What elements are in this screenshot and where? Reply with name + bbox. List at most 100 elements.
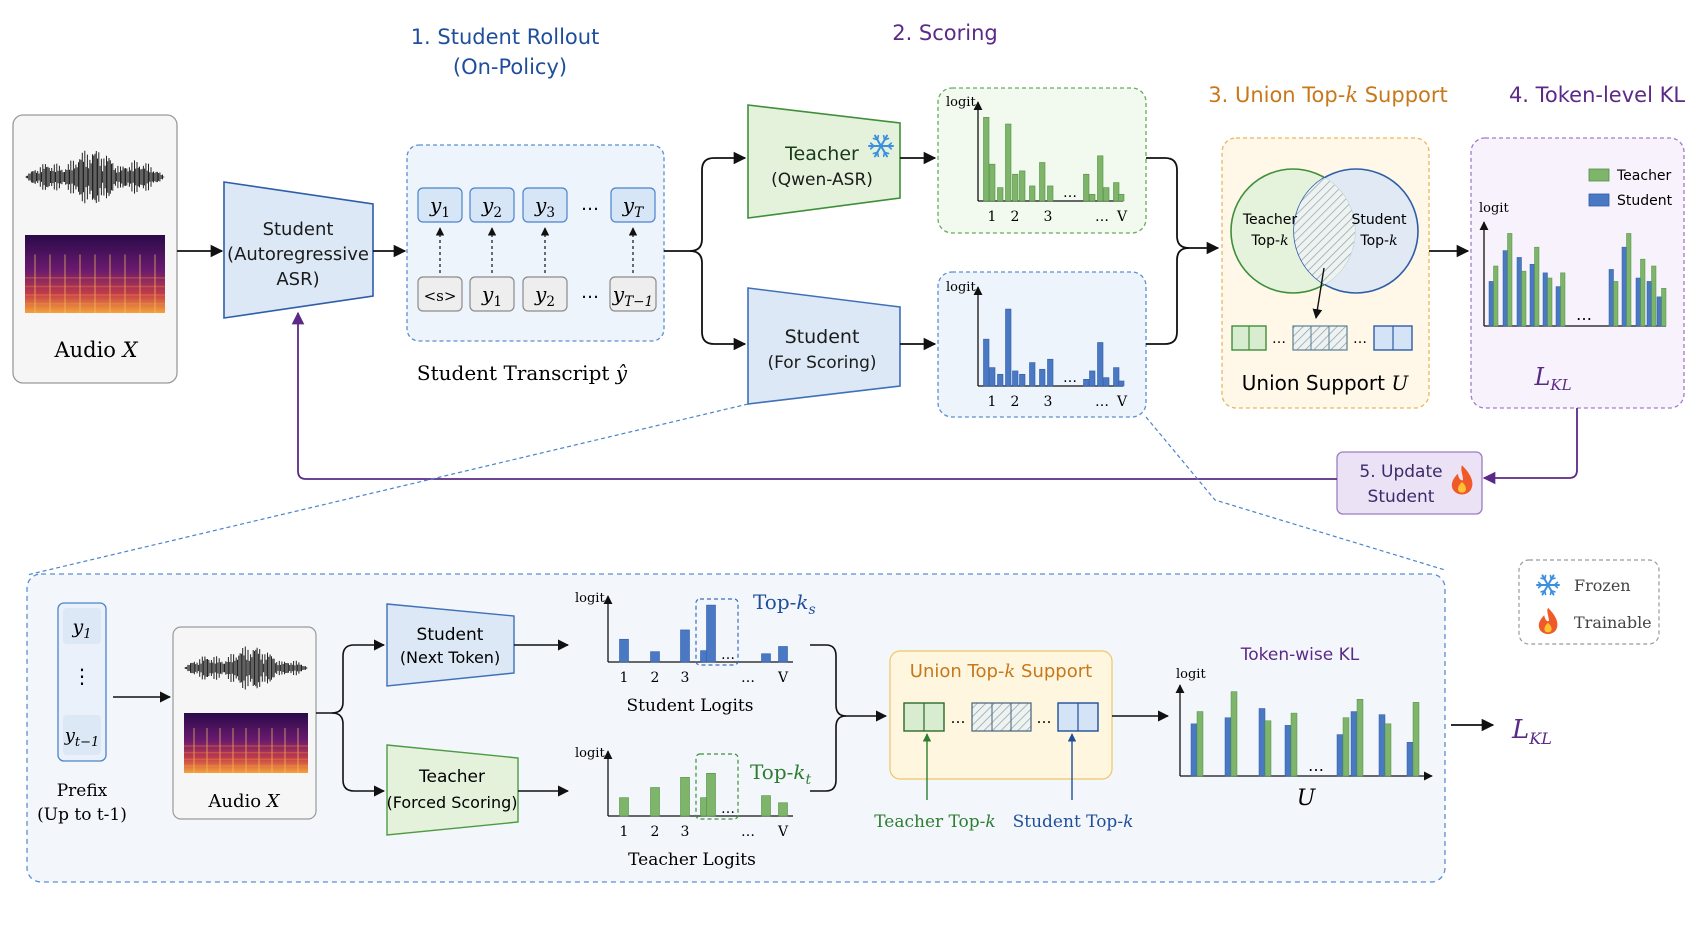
zoom-line-right bbox=[1145, 416, 1446, 571]
legend-frozen: Frozen bbox=[1574, 576, 1631, 595]
token-label: y1 bbox=[429, 193, 450, 221]
chart-tick-label: … bbox=[1095, 394, 1109, 410]
detail-spectrogram bbox=[184, 713, 308, 773]
chart-bar bbox=[1039, 368, 1046, 387]
input-token bbox=[417, 276, 463, 312]
chart-bar bbox=[983, 338, 990, 387]
arrow-update-to-student bbox=[291, 311, 1337, 480]
chart-tick-label: V bbox=[1116, 209, 1128, 225]
kl-student-bar bbox=[1529, 264, 1535, 327]
chart-bar bbox=[650, 651, 660, 663]
chart-ellipsis: … bbox=[721, 801, 735, 817]
union-student-topk: Top-k bbox=[1359, 233, 1397, 249]
student-logits-caption: Student Logits bbox=[627, 696, 754, 716]
legend-trainable: Trainable bbox=[1574, 613, 1652, 632]
tokenwise-teacher-bar bbox=[1412, 702, 1420, 777]
chart-tick-label: 2 bbox=[1011, 209, 1020, 225]
intersection-region bbox=[1294, 177, 1355, 285]
update-label-1: 5. Update bbox=[1359, 462, 1442, 482]
token-label: y2 bbox=[481, 193, 502, 221]
tokenwise-student-bar bbox=[1406, 741, 1414, 777]
tokenwise-xvar: U bbox=[1297, 786, 1317, 811]
chart-bar bbox=[1103, 187, 1110, 202]
detail-audio-label: Audio X bbox=[207, 791, 280, 812]
chart-bar bbox=[1047, 358, 1054, 387]
chart-bar bbox=[706, 604, 716, 663]
detail-loss-label: LKL bbox=[1511, 715, 1552, 748]
chart-ellipsis: … bbox=[1063, 370, 1077, 386]
chart-bar bbox=[1113, 182, 1120, 202]
legend-teacher-label: Teacher bbox=[1616, 168, 1672, 184]
kl-student-bar bbox=[1488, 281, 1494, 327]
kl-teacher-bar bbox=[1560, 272, 1566, 327]
tokenwise-kl-chart: logit… bbox=[1175, 667, 1433, 781]
fire-icon bbox=[1451, 465, 1473, 495]
kl-teacher-bar bbox=[1626, 233, 1632, 327]
chart-tick-label: V bbox=[1116, 394, 1128, 410]
input-token bbox=[609, 276, 657, 312]
audio-input-box: Audio X bbox=[12, 114, 178, 384]
student-asr-model: Student (Autoregressive ASR) bbox=[223, 181, 374, 319]
chart-tick-label: … bbox=[741, 670, 755, 686]
union-support-box: Teacher Top-k Student Top-k …… Union Sup… bbox=[1221, 137, 1430, 409]
detail-student-topk-label: Student Top-k bbox=[1013, 812, 1134, 832]
student-model-label: Student bbox=[263, 219, 334, 240]
chart-bar bbox=[706, 772, 716, 817]
prefix-token-last-label: yt−1 bbox=[64, 725, 100, 750]
union-support-label: Union Support U bbox=[1242, 371, 1410, 395]
chart-ylabel: logit bbox=[1176, 667, 1206, 682]
chart-bar bbox=[778, 802, 788, 817]
kl-teacher-bar bbox=[1534, 246, 1540, 327]
teacher-model-sub: (Qwen-ASR) bbox=[771, 170, 873, 190]
chart-tick-label: 1 bbox=[620, 670, 629, 686]
tokenwise-teacher-bar bbox=[1384, 723, 1392, 777]
chart-ylabel: logit bbox=[1479, 201, 1509, 216]
spectrogram-image bbox=[25, 235, 165, 313]
kl-student-bar bbox=[1516, 257, 1522, 327]
student-model-sub1: (Autoregressive bbox=[227, 244, 369, 265]
chart-ylabel: logit bbox=[575, 591, 605, 606]
union-teacher-label: Teacher bbox=[1242, 212, 1298, 228]
kl-teacher-bar bbox=[1613, 281, 1619, 327]
tokenwise-student-bar bbox=[1350, 711, 1358, 777]
chart-tick-label: … bbox=[1095, 209, 1109, 225]
legend-teacher-swatch bbox=[1588, 168, 1610, 182]
chart-bar bbox=[997, 373, 1004, 387]
kl-student-bar bbox=[1608, 269, 1614, 327]
fire-icon bbox=[1538, 607, 1558, 635]
chart-ellipsis: … bbox=[1063, 185, 1077, 201]
union-teacher-topk: Top-k bbox=[1250, 233, 1288, 249]
union-ellipsis: … bbox=[1272, 331, 1286, 347]
tokenwise-student-bar bbox=[1224, 717, 1232, 777]
detail-union-title: Union Top-k Support bbox=[910, 661, 1092, 682]
zoom-line-left bbox=[26, 403, 749, 576]
legend-box: Frozen Trainable bbox=[1518, 559, 1660, 645]
chart-ellipsis: … bbox=[721, 647, 735, 663]
scoring-student-label: Student bbox=[785, 326, 860, 348]
arrow-student-to-union bbox=[1146, 247, 1190, 345]
input-token bbox=[469, 276, 515, 312]
topk-t-label: Top-kt bbox=[750, 760, 812, 788]
arrow-intersection-to-strip bbox=[1312, 267, 1325, 319]
arrow-logits-merge-2 bbox=[810, 715, 847, 792]
detail-union-ellipsis: … bbox=[951, 709, 966, 727]
tokenwise-student-bar bbox=[1336, 734, 1344, 777]
tokenwise-teacher-bar bbox=[1264, 720, 1272, 777]
token-label: y2 bbox=[534, 282, 555, 310]
detail-teacher-label: Teacher bbox=[418, 767, 485, 787]
arrow-to-scoring-student bbox=[689, 250, 747, 351]
chart-bar bbox=[989, 163, 996, 202]
token-label: <s> bbox=[424, 287, 457, 305]
chart-tick-label: V bbox=[777, 824, 789, 840]
chart-bar bbox=[1047, 185, 1054, 202]
chart-tick-label: 2 bbox=[651, 670, 660, 686]
kl-student-bar bbox=[1635, 277, 1641, 327]
teacher-model: Teacher (Qwen-ASR) bbox=[747, 104, 901, 219]
update-student-box: 5. Update Student bbox=[1336, 451, 1483, 515]
chart-tick-label: 1 bbox=[988, 394, 997, 410]
transcript-caption: Student Transcript ŷ bbox=[417, 361, 628, 385]
